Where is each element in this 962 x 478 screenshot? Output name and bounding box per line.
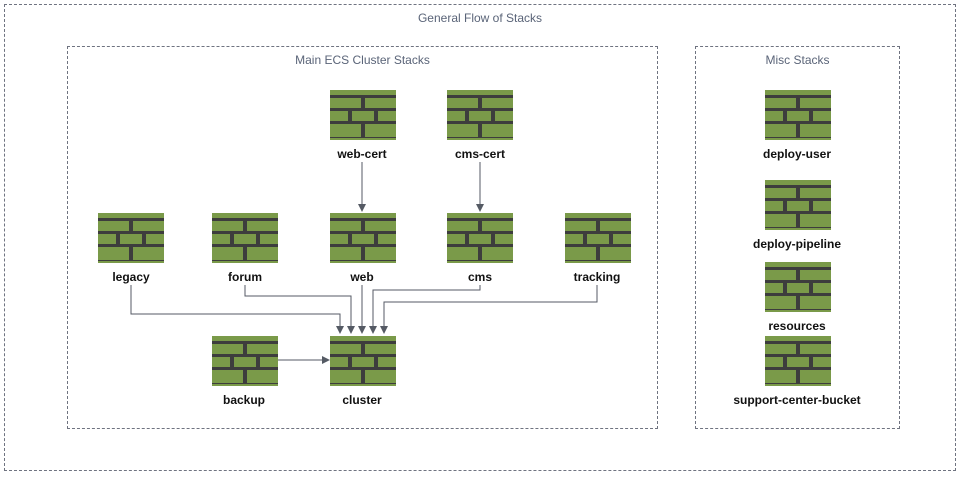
stack-label-backup: backup: [222, 393, 265, 407]
firewall-icon: [330, 90, 396, 140]
stack-web-cert[interactable]: [330, 90, 396, 140]
main-ecs-group: Main ECS Cluster Stacks: [67, 46, 658, 429]
stack-label-forum: forum: [228, 270, 262, 284]
edge-tracking-to-cluster: [380, 285, 598, 334]
firewall-icon: [212, 336, 278, 386]
stack-forum[interactable]: [212, 213, 278, 263]
stack-support-center-bucket[interactable]: [765, 336, 831, 386]
edge-legacy-to-cluster: [130, 285, 344, 334]
stack-deploy-user[interactable]: [765, 90, 831, 140]
stack-resources[interactable]: [765, 262, 831, 312]
firewall-icon: [765, 180, 831, 230]
stack-cluster[interactable]: [330, 336, 396, 386]
stack-web[interactable]: [330, 213, 396, 263]
firewall-icon: [330, 213, 396, 263]
stack-label-deploy-pipeline: deploy-pipeline: [752, 237, 841, 251]
firewall-icon: [565, 213, 631, 263]
stack-deploy-pipeline[interactable]: [765, 180, 831, 230]
misc-group-title: Misc Stacks: [765, 53, 830, 67]
stack-legacy[interactable]: [98, 213, 164, 263]
firewall-icon: [330, 336, 396, 386]
main-ecs-group-title: Main ECS Cluster Stacks: [295, 53, 430, 67]
firewall-icon: [447, 213, 513, 263]
outer-group: General Flow of Stacks: [4, 4, 956, 471]
misc-group: Misc Stacks: [695, 46, 900, 429]
stack-label-cluster: cluster: [342, 393, 382, 407]
stack-cms-cert[interactable]: [447, 90, 513, 140]
edge-forum-to-cluster: [244, 285, 355, 334]
stack-backup[interactable]: [212, 336, 278, 386]
firewall-icon: [98, 213, 164, 263]
stack-label-web-cert: web-cert: [337, 147, 387, 161]
firewall-icon: [212, 213, 278, 263]
stack-label-tracking: tracking: [573, 270, 621, 284]
firewall-icon: [765, 262, 831, 312]
stack-label-web: web: [350, 270, 374, 284]
stack-label-deploy-user: deploy-user: [762, 147, 831, 161]
stack-tracking[interactable]: [565, 213, 631, 263]
stack-label-cms-cert: cms-cert: [454, 147, 506, 161]
firewall-icon: [765, 90, 831, 140]
stack-label-support-center-bucket: support-center-bucket: [733, 393, 861, 407]
stack-label-cms: cms: [467, 270, 493, 284]
edge-cms-to-cluster: [369, 285, 481, 334]
outer-group-title: General Flow of Stacks: [417, 11, 543, 25]
stack-label-resources: resources: [768, 319, 826, 333]
firewall-icon: [765, 336, 831, 386]
stack-cms[interactable]: [447, 213, 513, 263]
stack-label-legacy: legacy: [112, 270, 150, 284]
firewall-icon: [447, 90, 513, 140]
